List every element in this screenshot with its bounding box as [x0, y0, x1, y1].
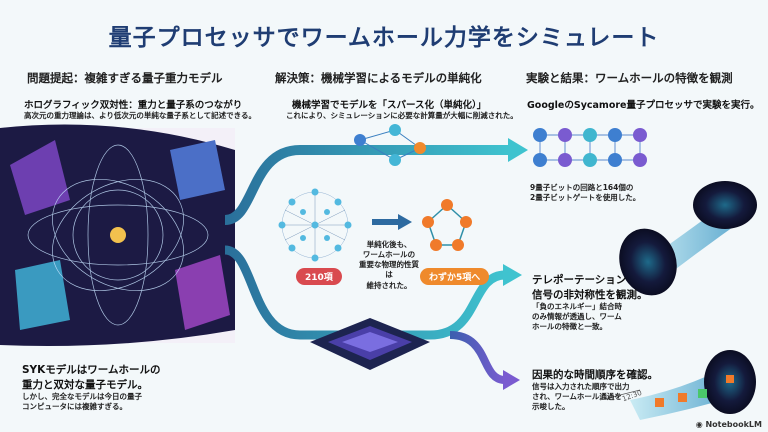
simplification-note: 単純化後も、 ワームホールの 重要な物理的性質は 維持された。 — [356, 240, 422, 291]
note-line: ワームホールの — [362, 250, 416, 260]
teleportation-result: テレポーテーション 信号の非対称性を観測。 「負のエネルギー」結合時 のみ情報が… — [532, 272, 648, 332]
problem-heading: 問題提起：複雑すぎる量子重力モデル — [27, 71, 223, 85]
causal-desc-line: 示唆した。 — [532, 402, 570, 412]
after-term-count-badge: わずか5項へ — [420, 268, 490, 285]
problem-subheading: ホログラフィック双対性：重力と量子系のつながり — [24, 100, 243, 111]
notebooklm-brand: ◉ NotebookLM — [696, 420, 762, 429]
chaos-illustration — [0, 124, 235, 347]
page-title: 量子プロセッサでワームホール力学をシミュレート — [108, 25, 660, 51]
solution-description: これにより、シミュレーションに必要な計算量が大幅に削減された。 — [286, 111, 518, 120]
circuit-line: 2量子ビットゲートを使用した。 — [530, 193, 641, 203]
causal-order-result: 因果的な時間順序を確認。 信号は入力された順序で出力 され、ワームホール通過を … — [532, 367, 658, 412]
syk-title-line: 重力と双対な量子モデル。 — [22, 379, 148, 391]
circuit-description: 9量子ビットの回路と164個の 2量子ビットゲートを使用した。 — [530, 183, 640, 203]
note-line: 重要な物理的性質は — [359, 260, 419, 280]
causal-title: 因果的な時間順序を確認。 — [532, 369, 658, 381]
dense-network — [278, 188, 352, 262]
teleport-desc-line: 「負のエネルギー」結合時 — [532, 302, 622, 311]
notebooklm-logo-icon: ◉ — [695, 420, 706, 429]
syk-title-line: SYKモデルはワームホールの — [22, 364, 161, 376]
syk-model-note: SYKモデルはワームホールの 重力と双対な量子モデル。 しかし、完全なモデルは今… — [22, 362, 161, 412]
wormhole-illustration — [619, 181, 757, 296]
brand-text: NotebookLM — [705, 420, 762, 429]
teleport-title-line: 信号の非対称性を観測。 — [532, 289, 648, 301]
teleport-desc-line: ホールの特徴と一致。 — [532, 322, 607, 332]
causal-desc-line: 信号は入力された順序で出力 — [532, 382, 630, 391]
results-heading: 実験と結果：ワームホールの特徴を観測 — [526, 71, 733, 85]
problem-description: 高次元の重力理論は、より低次元の単純な量子系として記述できる。 — [24, 111, 256, 120]
syk-desc-line: コンピュータには複雑すぎる。 — [22, 402, 127, 412]
note-line: 単純化後も、 — [366, 240, 412, 249]
causal-desc-line: され、ワームホール通過を — [532, 392, 622, 402]
note-line: 維持された。 — [366, 280, 412, 290]
flow-arrow-top — [224, 145, 510, 225]
solution-subheading: 機械学習でモデルを「スパース化（単純化）」 — [292, 100, 487, 111]
teleport-desc-line: のみ情報が透過し、ワーム — [532, 312, 622, 322]
before-term-count-badge: 210項 — [296, 268, 342, 285]
solution-heading: 解決策：機械学習によるモデルの単純化 — [275, 71, 482, 85]
qubit-lattice — [533, 128, 647, 167]
results-subheading: GoogleのSycamore量子プロセッサで実験を実行。 — [527, 100, 760, 111]
quantum-chip — [310, 318, 430, 370]
wormhole-signal-illustration — [630, 350, 756, 420]
sparse-network — [422, 199, 472, 251]
circuit-line: 9量子ビットの回路と164個の — [530, 183, 634, 192]
teleport-title-line: テレポーテーション — [532, 274, 627, 286]
sparse-network-top — [354, 124, 426, 166]
syk-desc-line: しかし、完全なモデルは今日の量子 — [22, 392, 142, 401]
